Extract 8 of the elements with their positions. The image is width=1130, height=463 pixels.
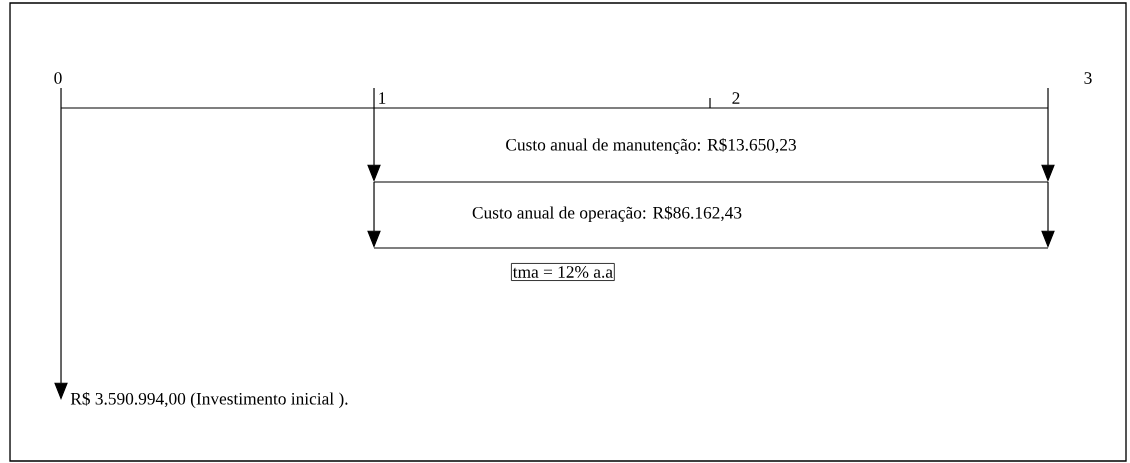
rate-box: tma = 12% a.a — [511, 263, 615, 281]
tick-label: 1 — [379, 92, 386, 104]
tick-label: 0 — [54, 72, 62, 84]
tick-label: 3 — [1084, 72, 1092, 84]
cash-flow-label: Custo anual de manutenção: R$13.650,23 — [506, 137, 796, 155]
cash-flow-label: R$ 3.590.994,00 (Investimento inicial ). — [70, 391, 348, 409]
tick-label: 2 — [732, 92, 740, 104]
cash-flow-label: Custo anual de operação: R$86.162,43 — [472, 205, 742, 223]
